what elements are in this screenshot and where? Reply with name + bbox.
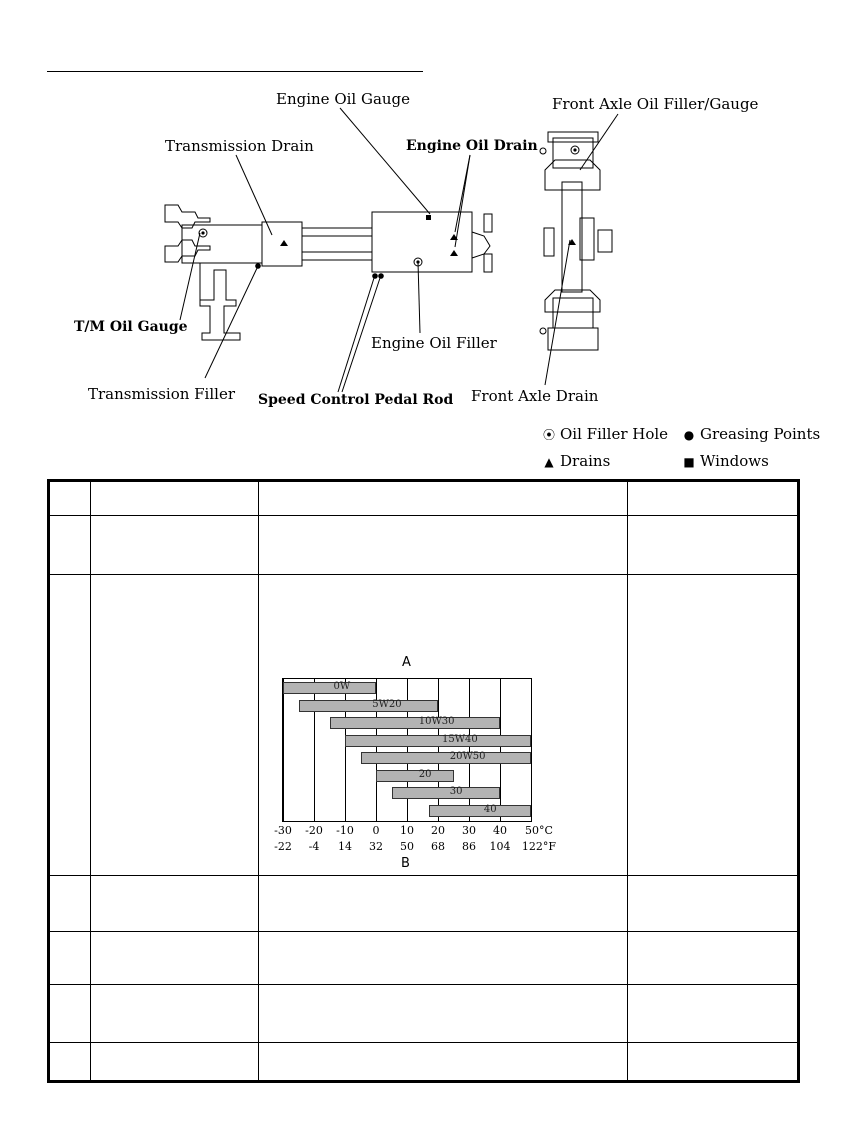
- viscosity-bar-label: 20W50: [449, 751, 486, 762]
- table-row-divider: [50, 984, 797, 985]
- label-transmission-filler: Transmission Filler: [88, 385, 235, 403]
- legend-label: Windows: [700, 452, 769, 470]
- celsius-tick-label: -30: [274, 824, 292, 837]
- viscosity-bar-20w50: [360, 752, 531, 764]
- fahrenheit-tick-label: -22: [274, 840, 292, 853]
- legend-windows: ■ Windows: [682, 452, 769, 470]
- fahrenheit-tick-label: 86: [462, 840, 476, 853]
- legend-label: Oil Filler Hole: [560, 425, 669, 443]
- table-column-divider: [90, 482, 91, 1080]
- viscosity-bar-20: [376, 769, 454, 782]
- header-rule: [47, 71, 423, 72]
- viscosity-bar-label: 40: [483, 803, 497, 815]
- fahrenheit-tick-label: 104: [489, 840, 511, 853]
- table-row-divider: [50, 931, 797, 932]
- viscosity-bar-15w40: [345, 734, 531, 747]
- viscosity-bars: 0W 5W20 10W30 15W40 20W50 20 30 40: [282, 678, 532, 822]
- legend-label: Greasing Points: [700, 425, 821, 443]
- viscosity-bar-40: [428, 804, 531, 817]
- celsius-ticks: -30 -20 -10 0 10 20 30 40 50°C: [0, 824, 847, 840]
- fahrenheit-tick-label: 14: [338, 840, 352, 853]
- celsius-tick-label: 20: [431, 824, 445, 837]
- viscosity-bar-label: 0W: [333, 681, 351, 692]
- label-front-axle-drain: Front Axle Drain: [471, 387, 599, 405]
- celsius-tick-label: 0: [372, 824, 380, 837]
- chart-x-label: B: [401, 856, 410, 871]
- lubrication-diagram: [164, 107, 619, 393]
- viscosity-bar-label: 30: [449, 786, 463, 797]
- fahrenheit-tick-label: 32: [369, 840, 383, 853]
- chart-title: A: [402, 655, 411, 670]
- lubricant-spec-table: [47, 479, 800, 1083]
- fahrenheit-tick-label: -4: [308, 840, 320, 853]
- viscosity-bar-label: 10W30: [418, 716, 455, 727]
- celsius-tick-label: 40: [493, 824, 507, 837]
- viscosity-bar-label: 15W40: [442, 733, 478, 745]
- viscosity-bar-30: [391, 787, 500, 799]
- label-front-axle-oil-filler-gauge: Front Axle Oil Filler/Gauge: [552, 95, 759, 113]
- label-tm-oil-gauge: T/M Oil Gauge: [74, 319, 188, 335]
- celsius-tick-label: -20: [305, 824, 323, 837]
- fahrenheit-tick-label: 122°F: [521, 840, 557, 853]
- celsius-tick-label: 10: [400, 824, 414, 837]
- fahrenheit-tick-label: 68: [431, 840, 445, 853]
- legend-label: Drains: [560, 452, 611, 470]
- label-engine-oil-drain: Engine Oil Drain: [406, 138, 538, 154]
- table-column-divider: [258, 482, 259, 1080]
- celsius-tick-label: -10: [336, 824, 354, 837]
- drain-icon: ▲: [544, 455, 554, 469]
- celsius-tick-label: 50°C: [525, 824, 553, 837]
- table-row-divider: [50, 875, 797, 876]
- label-transmission-drain: Transmission Drain: [165, 137, 314, 155]
- viscosity-bar-10w30: [329, 717, 500, 729]
- legend-greasing-points: ● Greasing Points: [682, 425, 820, 443]
- viscosity-bar-label: 20: [418, 768, 432, 780]
- fahrenheit-tick-label: 50: [400, 840, 414, 853]
- label-speed-control-pedal-rod: Speed Control Pedal Rod: [258, 392, 454, 408]
- viscosity-bar-5w20: [298, 699, 438, 712]
- label-engine-oil-filler: Engine Oil Filler: [371, 334, 497, 352]
- table-row-divider: [50, 574, 797, 575]
- legend-drains: ▲ Drains: [542, 452, 610, 470]
- viscosity-bar-label: 5W20: [372, 698, 402, 710]
- viscosity-bar-0w: [283, 682, 376, 694]
- table-row-divider: [50, 1042, 797, 1043]
- oil-filler-hole-icon: ⦿: [542, 428, 555, 442]
- window-icon: ■: [683, 455, 695, 469]
- greasing-point-icon: ●: [683, 428, 695, 442]
- fahrenheit-ticks: -22 -4 14 32 50 68 86 104 122°F: [0, 840, 847, 856]
- label-engine-oil-gauge: Engine Oil Gauge: [276, 90, 411, 108]
- table-column-divider: [627, 482, 628, 1080]
- celsius-tick-label: 30: [462, 824, 476, 837]
- legend-oil-filler-hole: ⦿ Oil Filler Hole: [542, 425, 668, 443]
- table-row-divider: [50, 515, 797, 516]
